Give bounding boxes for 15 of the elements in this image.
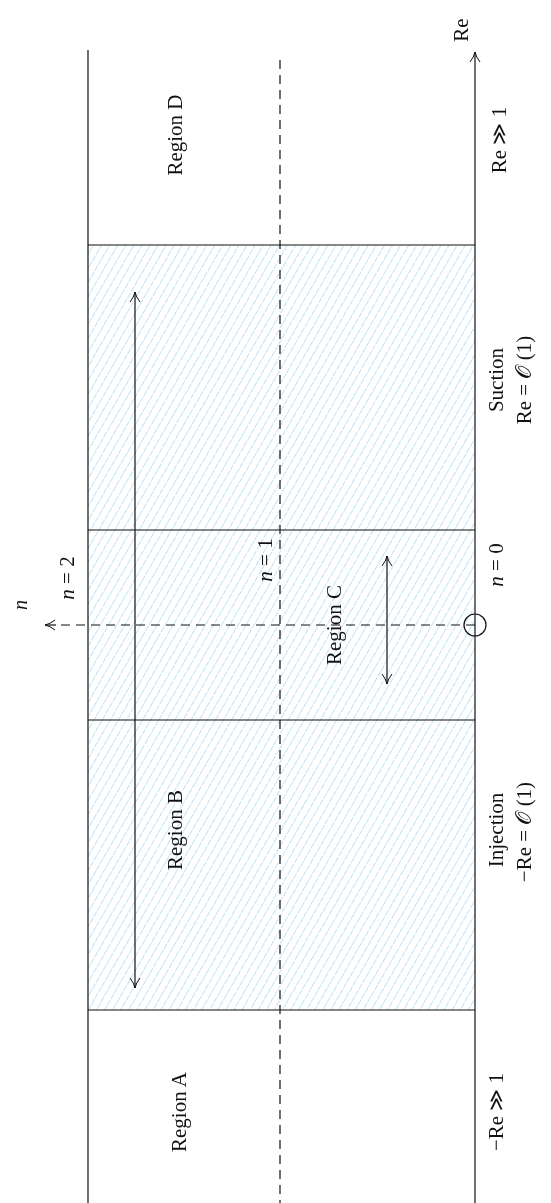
region-label: Injection [485, 792, 509, 868]
region-label: Re = 𝒪 (1) [513, 335, 537, 425]
axis-label: n [9, 600, 31, 610]
region-label: Re ≫ 1 [488, 106, 512, 174]
region-label: −Re = 𝒪 (1) [513, 781, 537, 883]
region-label: n = 0 [485, 543, 509, 587]
region-label: Region A [168, 1072, 192, 1152]
region-label: Region D [164, 94, 188, 176]
region-label: Suction [485, 347, 509, 413]
region-label: Region C [323, 585, 347, 665]
region-label: Region B [164, 790, 188, 870]
region-label: −Re ≫ 1 [485, 1072, 509, 1152]
region-label: n = 1 [254, 538, 278, 582]
region-label: n = 2 [56, 556, 80, 600]
axis-label: Re [450, 18, 474, 42]
